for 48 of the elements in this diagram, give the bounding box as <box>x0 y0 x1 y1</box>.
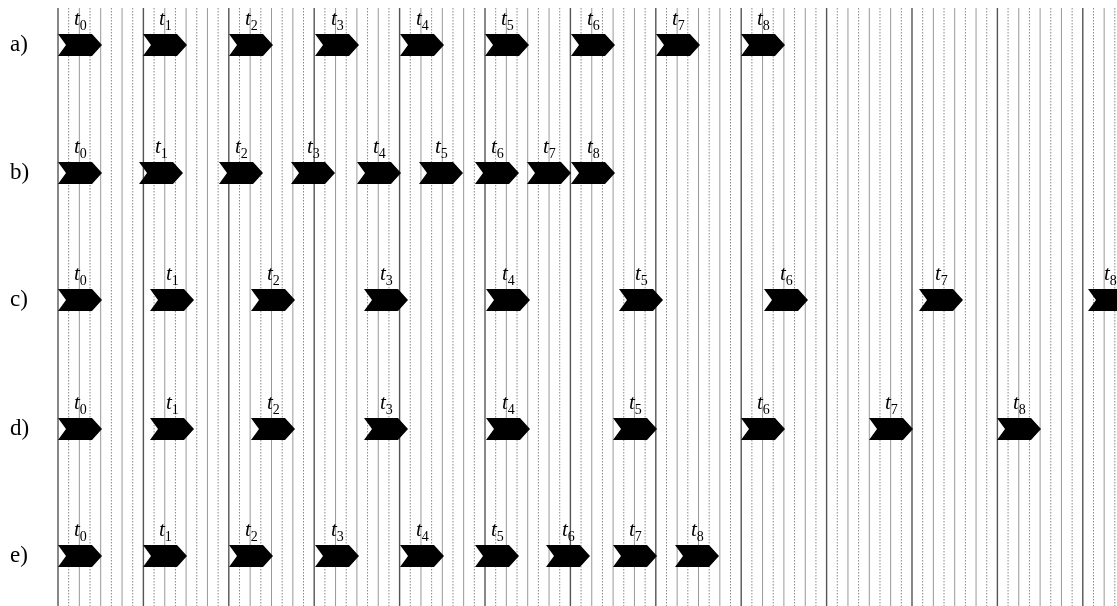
row-label: a) <box>10 31 28 57</box>
time-label: t$_{8}$ <box>1013 391 1026 420</box>
row-label: d) <box>10 415 30 441</box>
time-label: t$_{3}$ <box>331 518 344 547</box>
time-label: t$_{2}$ <box>235 135 248 164</box>
time-label: t$_{5}$ <box>435 135 448 164</box>
time-label: t$_{6}$ <box>587 7 600 36</box>
time-label: t$_{8}$ <box>757 7 770 36</box>
time-label: t$_{4}$ <box>502 391 515 420</box>
time-label: t$_{1}$ <box>166 391 179 420</box>
time-label: t$_{7}$ <box>629 518 642 547</box>
time-label: t$_{3}$ <box>331 7 344 36</box>
time-label: t$_{1}$ <box>159 518 172 547</box>
time-label: t$_{0}$ <box>74 391 87 420</box>
row-label: b) <box>10 159 30 185</box>
time-label: t$_{8}$ <box>691 518 704 547</box>
time-label: t$_{6}$ <box>757 391 770 420</box>
time-label: t$_{5}$ <box>635 262 648 291</box>
time-label: t$_{7}$ <box>885 391 898 420</box>
time-label: t$_{1}$ <box>159 7 172 36</box>
time-label: t$_{2}$ <box>245 7 258 36</box>
time-label: t$_{3}$ <box>380 262 393 291</box>
time-label: t$_{0}$ <box>74 518 87 547</box>
row-label: e) <box>10 542 28 568</box>
time-label: t$_{4}$ <box>373 135 386 164</box>
time-label: t$_{5}$ <box>629 391 642 420</box>
row-label: c) <box>10 286 28 312</box>
time-label: t$_{4}$ <box>416 518 429 547</box>
time-label: t$_{1}$ <box>166 262 179 291</box>
time-label: t$_{2}$ <box>267 391 280 420</box>
time-label: t$_{0}$ <box>74 135 87 164</box>
time-label: t$_{1}$ <box>155 135 168 164</box>
time-label: t$_{6}$ <box>491 135 504 164</box>
time-label: t$_{4}$ <box>416 7 429 36</box>
time-label: t$_{5}$ <box>491 518 504 547</box>
time-label: t$_{4}$ <box>502 262 515 291</box>
time-label: t$_{0}$ <box>74 7 87 36</box>
time-label: t$_{7}$ <box>543 135 556 164</box>
time-label: t$_{3}$ <box>380 391 393 420</box>
time-label: t$_{2}$ <box>267 262 280 291</box>
time-label: t$_{7}$ <box>672 7 685 36</box>
time-label: t$_{8}$ <box>587 135 600 164</box>
time-label: t$_{2}$ <box>245 518 258 547</box>
time-label: t$_{6}$ <box>780 262 793 291</box>
time-label: t$_{5}$ <box>501 7 514 36</box>
time-label: t$_{8}$ <box>1104 262 1117 291</box>
time-label: t$_{7}$ <box>935 262 948 291</box>
time-label: t$_{0}$ <box>74 262 87 291</box>
